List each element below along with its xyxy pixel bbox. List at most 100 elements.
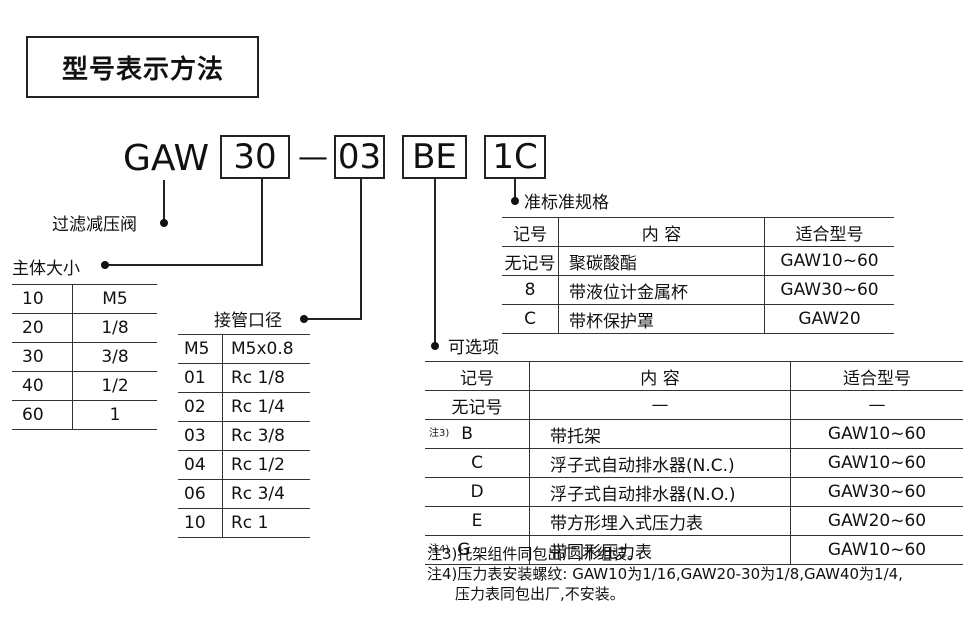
table-cell: 30	[12, 342, 73, 372]
table-cell: C	[502, 304, 559, 334]
table-row: 注4)G 带圆形压力表 GAW10~60	[425, 535, 963, 565]
label-options: 可选项	[448, 338, 499, 358]
table-row: 8 带液位计金属杯 GAW30~60	[502, 275, 894, 305]
table-row: D 浮子式自动排水器(N.O.) GAW30~60	[425, 477, 963, 507]
table-cell: 带圆形压力表	[529, 535, 791, 565]
table-cell: 1/2	[72, 371, 157, 401]
table-cell: 04	[178, 450, 223, 480]
table-cell: 1/8	[72, 313, 157, 343]
table-cell: M5	[72, 284, 157, 314]
label-standard: 准标准规格	[524, 193, 609, 213]
table-cell: 20	[12, 313, 73, 343]
model-box-port: 03	[334, 135, 385, 179]
label-reducer: 过滤减压阀	[52, 215, 137, 235]
table-header: 适合型号	[764, 217, 894, 247]
table-row: 无记号 聚碳酸酯 GAW10~60	[502, 246, 894, 276]
table-cell: Rc 3/8	[222, 421, 310, 451]
table-row: 注3)B 带托架 GAW10~60	[425, 419, 963, 449]
table-cell: GAW10~60	[790, 419, 963, 449]
table-row: C 浮子式自动排水器(N.C.) GAW10~60	[425, 448, 963, 478]
model-box-options: BE	[402, 135, 467, 179]
model-prefix: GAW	[123, 138, 210, 179]
table-cell: 浮子式自动排水器(N.C.)	[529, 448, 791, 478]
table-cell: 10	[12, 284, 73, 314]
leader-dot	[431, 342, 439, 350]
table-cell: 注3)B	[425, 419, 530, 449]
table-cell: M5x0.8	[222, 334, 310, 364]
leader-dot	[160, 219, 168, 227]
table-cell: GAW10~60	[764, 246, 894, 276]
table-cell: 01	[178, 363, 223, 393]
table-cell: 40	[12, 371, 73, 401]
table-header-row: 记号 内 容 适合型号	[425, 361, 963, 391]
table-cell: GAW20~60	[790, 506, 963, 536]
leader-dot	[300, 315, 308, 323]
table-header: 内 容	[529, 361, 791, 391]
table-cell: GAW10~60	[790, 448, 963, 478]
table-cell: 浮子式自动排水器(N.O.)	[529, 477, 791, 507]
table-cell: 02	[178, 392, 223, 422]
table-cell: GAW30~60	[790, 477, 963, 507]
model-dash: —	[298, 140, 328, 175]
leader-line	[261, 179, 263, 265]
table-cell: E	[425, 506, 530, 536]
table-cell: 带方形埋入式压力表	[529, 506, 791, 536]
table-cell: 10	[178, 508, 223, 538]
table-cell: Rc 1/2	[222, 450, 310, 480]
table-row: E 带方形埋入式压力表 GAW20~60	[425, 506, 963, 536]
table-cell: 1	[72, 400, 157, 430]
table-cell: 带液位计金属杯	[558, 275, 765, 305]
table-cell: 注4)G	[425, 535, 530, 565]
leader-line	[514, 179, 516, 201]
table-cell: 03	[178, 421, 223, 451]
page-title: 型号表示方法	[26, 36, 259, 98]
label-body-size: 主体大小	[12, 259, 80, 279]
table-header: 记号	[425, 361, 530, 391]
leader-line	[163, 180, 165, 222]
table-header: 记号	[502, 217, 559, 247]
model-box-standard: 1C	[484, 135, 546, 179]
table-cell: 无记号	[425, 390, 530, 420]
table-cell: GAW30~60	[764, 275, 894, 305]
options-table: 记号 内 容 适合型号 无记号 — — 注3)B 带托架 GAW10~60 C …	[425, 361, 963, 565]
table-cell: —	[529, 390, 791, 420]
model-box-size: 30	[220, 135, 290, 179]
table-cell: Rc 3/4	[222, 479, 310, 509]
leader-dot	[101, 261, 109, 269]
leader-line	[303, 318, 362, 320]
note-4: 注4)压力表安装螺纹: GAW10为1/16,GAW20-30为1/8,GAW4…	[427, 565, 903, 583]
table-cell: 60	[12, 400, 73, 430]
table-cell: GAW20	[764, 304, 894, 334]
table-header: 适合型号	[790, 361, 963, 391]
table-row: C 带杯保护罩 GAW20	[502, 304, 894, 334]
leader-line	[104, 264, 263, 266]
table-cell: 3/8	[72, 342, 157, 372]
label-port: 接管口径	[214, 311, 282, 331]
table-header-row: 记号 内 容 适合型号	[502, 217, 894, 247]
table-header: 内 容	[558, 217, 765, 247]
table-cell: C	[425, 448, 530, 478]
leader-line	[434, 179, 436, 345]
table-cell: D	[425, 477, 530, 507]
table-cell: GAW10~60	[790, 535, 963, 565]
table-cell: Rc 1/8	[222, 363, 310, 393]
table-cell: 聚碳酸酯	[558, 246, 765, 276]
table-cell: M5	[178, 334, 223, 364]
table-cell: 8	[502, 275, 559, 305]
standard-spec-table: 记号 内 容 适合型号 无记号 聚碳酸酯 GAW10~60 8 带液位计金属杯 …	[502, 217, 894, 334]
table-cell: 无记号	[502, 246, 559, 276]
table-row: 无记号 — —	[425, 390, 963, 420]
table-cell: —	[790, 390, 963, 420]
